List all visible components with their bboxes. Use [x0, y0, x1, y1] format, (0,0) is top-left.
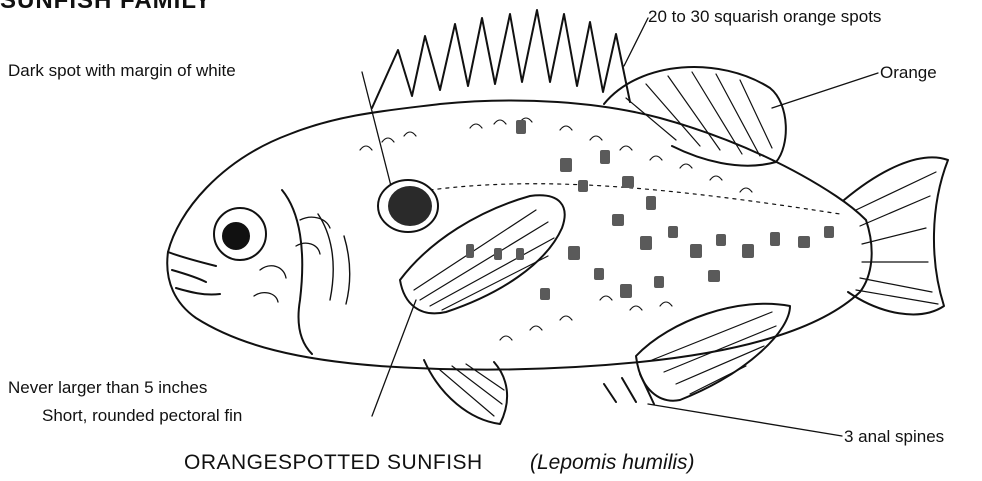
caudal-rays: [856, 172, 938, 304]
label-dark-spot: Dark spot with margin of white: [8, 61, 236, 81]
orange-spots: [466, 120, 834, 300]
label-anal-spines: 3 anal spines: [844, 427, 944, 447]
soft-dorsal-fin: [604, 67, 786, 166]
common-name: ORANGESPOTTED SUNFISH: [184, 453, 483, 473]
leader-dark-spot: [362, 72, 392, 190]
dark-opercular-spot: [388, 186, 432, 226]
scientific-name: (Lepomis humilis): [530, 453, 695, 473]
leader-orange-spots: [624, 18, 648, 66]
spiny-dorsal-fin: [372, 10, 630, 108]
gill-cover-inner: [318, 214, 350, 304]
label-orange: Orange: [880, 63, 937, 83]
leader-orange: [772, 73, 878, 108]
anal-spines: [604, 374, 654, 404]
gill-cover: [282, 190, 312, 354]
pelvic-rays: [440, 364, 504, 416]
label-orange-spots: 20 to 30 squarish orange spots: [648, 7, 881, 27]
fish-body-outline: [167, 100, 871, 369]
mouth-line: [168, 252, 220, 295]
anal-fin-rays: [652, 312, 776, 394]
leader-pectoral: [372, 300, 416, 416]
label-pectoral-fin: Short, rounded pectoral fin: [42, 406, 242, 426]
pectoral-rays: [414, 210, 554, 310]
eye-pupil: [223, 223, 249, 249]
leader-anal: [648, 404, 842, 436]
label-size: Never larger than 5 inches: [8, 378, 207, 398]
